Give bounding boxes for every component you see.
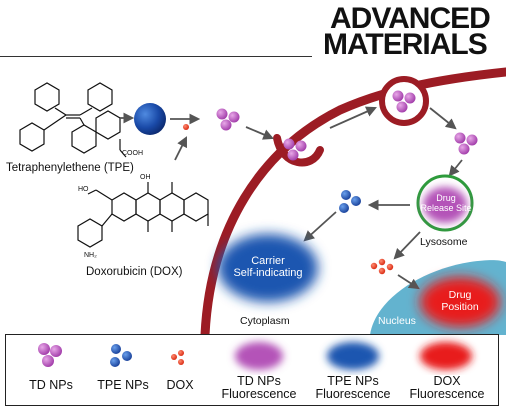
dox-label: Doxorubicin (DOX) (86, 266, 183, 278)
arrow-vesicle-out (429, 107, 457, 130)
tpe-label: Tetraphenylethene (TPE) (6, 162, 134, 174)
legend-tpe-nps-icon (110, 344, 132, 367)
legend-label-tpe-nps: TPE NPs (97, 378, 149, 392)
carrier-label: Carrier Self-indicating (233, 255, 303, 280)
header-rule (0, 56, 312, 57)
lysosome-fluorescence (423, 187, 467, 223)
td-nps-cluster-pit (283, 138, 307, 161)
dox-dot (183, 124, 189, 130)
arrow-dox-up (174, 136, 187, 161)
tpe-molecule (19, 82, 127, 158)
dox-molecule (77, 182, 209, 248)
td-nps-cluster-vesicle (392, 90, 416, 113)
scene-diagram (19, 67, 506, 335)
arrow-into-vesicle (329, 106, 377, 129)
legend-dox-icon (171, 350, 184, 365)
legend-dox-fluorescence-icon (420, 342, 472, 370)
cytoplasm-label: Cytoplasm (240, 315, 290, 327)
dox-released (370, 258, 394, 275)
arrow-tpe-to-carrier (303, 211, 337, 242)
arrow-dox-to-nucleus (397, 274, 420, 290)
tpe-nps-released (339, 190, 361, 213)
brand-line-2: MATERIALS (323, 28, 488, 61)
cell-membrane (200, 67, 506, 335)
drug-position-label: Drug Position (441, 289, 479, 313)
dox-oh-label: OH (140, 174, 151, 181)
legend-swatches (38, 342, 472, 370)
legend-td-nps-icon (38, 343, 62, 367)
arrow-to-lysosome (448, 159, 463, 177)
legend-tpe-fluorescence-icon (327, 342, 379, 370)
legend-box: TD NPs TPE NPs DOX TD NPs Fluorescence T… (5, 334, 499, 406)
brand-line-1: ADVANCED (330, 2, 491, 35)
drug-release-site-label: Drug Release Site (420, 193, 472, 213)
legend-label-td-fluorescence: TD NPs Fluorescence (221, 374, 297, 402)
legend-td-fluorescence-icon (235, 342, 283, 370)
drug-position-fluorescence (420, 277, 500, 327)
carrier-fluorescence (218, 234, 318, 302)
legend-label-dox-fluorescence: DOX Fluorescence (409, 374, 485, 402)
arrow-lyso-to-dox (393, 231, 421, 260)
arrow-to-membrane (245, 126, 274, 140)
dox-nh2-label: NH₂ (84, 252, 97, 259)
dox-ho-label: HO (78, 186, 89, 193)
legend-label-dox: DOX (166, 378, 194, 392)
nucleus-label: Nucleus (378, 315, 416, 327)
td-nps-cluster-left (216, 108, 240, 131)
legend-label-td-nps: TD NPs (29, 378, 73, 392)
tpe-cooh-label: COOH (122, 150, 143, 157)
legend-label-tpe-fluorescence: TPE NPs Fluorescence (315, 374, 391, 402)
endosome-vesicle (379, 76, 429, 126)
tpe-nanoparticle-sphere (134, 103, 166, 135)
td-nps-cluster-right (454, 132, 478, 155)
lysosome-label: Lysosome (420, 236, 468, 248)
